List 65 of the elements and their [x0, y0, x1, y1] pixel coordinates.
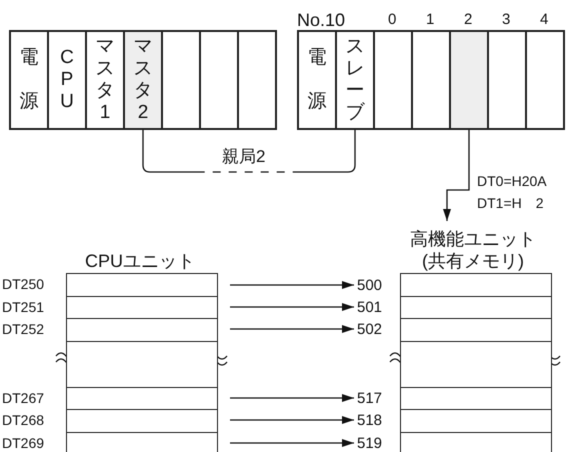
table-row [400, 432, 552, 452]
slot-number: 3 [502, 12, 510, 27]
address-label: 500 [357, 278, 382, 293]
table-row [66, 318, 218, 342]
module-slot [199, 30, 239, 130]
module-slot [161, 30, 201, 130]
table-row [66, 432, 218, 452]
address-label: 519 [357, 436, 382, 451]
register-label: DT269 [2, 436, 44, 450]
arrow [230, 394, 354, 402]
module-slot [373, 30, 413, 130]
arrow [230, 303, 354, 311]
register-setting: DT0=H20A [477, 174, 547, 188]
slot-number: 2 [464, 12, 472, 27]
module-slot [85, 30, 125, 130]
register-label: DT251 [2, 300, 44, 314]
module-slot [9, 30, 49, 130]
slot-number: 0 [388, 12, 396, 27]
table-row [66, 387, 218, 410]
register-label: DT267 [2, 391, 44, 405]
table-heading: 高機能ユニット(共有メモリ) [409, 228, 537, 272]
slot-label: CPU [59, 47, 75, 113]
address-label: 518 [357, 413, 382, 428]
slot-number: 4 [540, 12, 548, 27]
module-slot [47, 30, 87, 130]
arrow [230, 325, 354, 333]
address-label: 501 [357, 300, 382, 315]
station-number: No.10 [297, 11, 346, 29]
module-slot [487, 30, 527, 130]
slot-label: 電源 [308, 46, 326, 114]
table-row [400, 409, 552, 434]
slot-number: 1 [426, 12, 434, 27]
arrow [230, 416, 354, 424]
module-slot [335, 30, 375, 130]
table-row [400, 318, 552, 342]
table-row [66, 273, 218, 298]
connection-line [142, 130, 356, 173]
slot-label: 電源 [20, 46, 38, 114]
slot-label: マスタ1 [96, 36, 114, 124]
module-slot [297, 30, 337, 130]
arrow [230, 281, 354, 289]
slot-label: スレーブ [346, 36, 364, 124]
module-slot [123, 30, 163, 130]
table-row [400, 387, 552, 410]
register-label: DT268 [2, 413, 44, 427]
address-label: 502 [357, 322, 382, 337]
edge-label: 親局2 [222, 148, 266, 165]
arrow [230, 439, 354, 447]
module-slot [449, 30, 489, 130]
table-row [400, 341, 552, 388]
module-slot [237, 30, 277, 130]
address-label: 517 [357, 391, 382, 406]
table-row [66, 296, 218, 320]
register-label: DT252 [2, 322, 44, 336]
module-slot [411, 30, 451, 130]
table-row [66, 341, 218, 388]
register-label: DT250 [2, 277, 44, 291]
arrow [443, 130, 470, 221]
table-row [400, 296, 552, 320]
module-slot [525, 30, 565, 130]
table-row [400, 273, 552, 298]
register-setting: DT1=H 2 [477, 196, 544, 210]
table-heading: CPUユニット [84, 250, 196, 272]
slot-label: マスタ2 [134, 36, 152, 124]
table-row [66, 409, 218, 434]
